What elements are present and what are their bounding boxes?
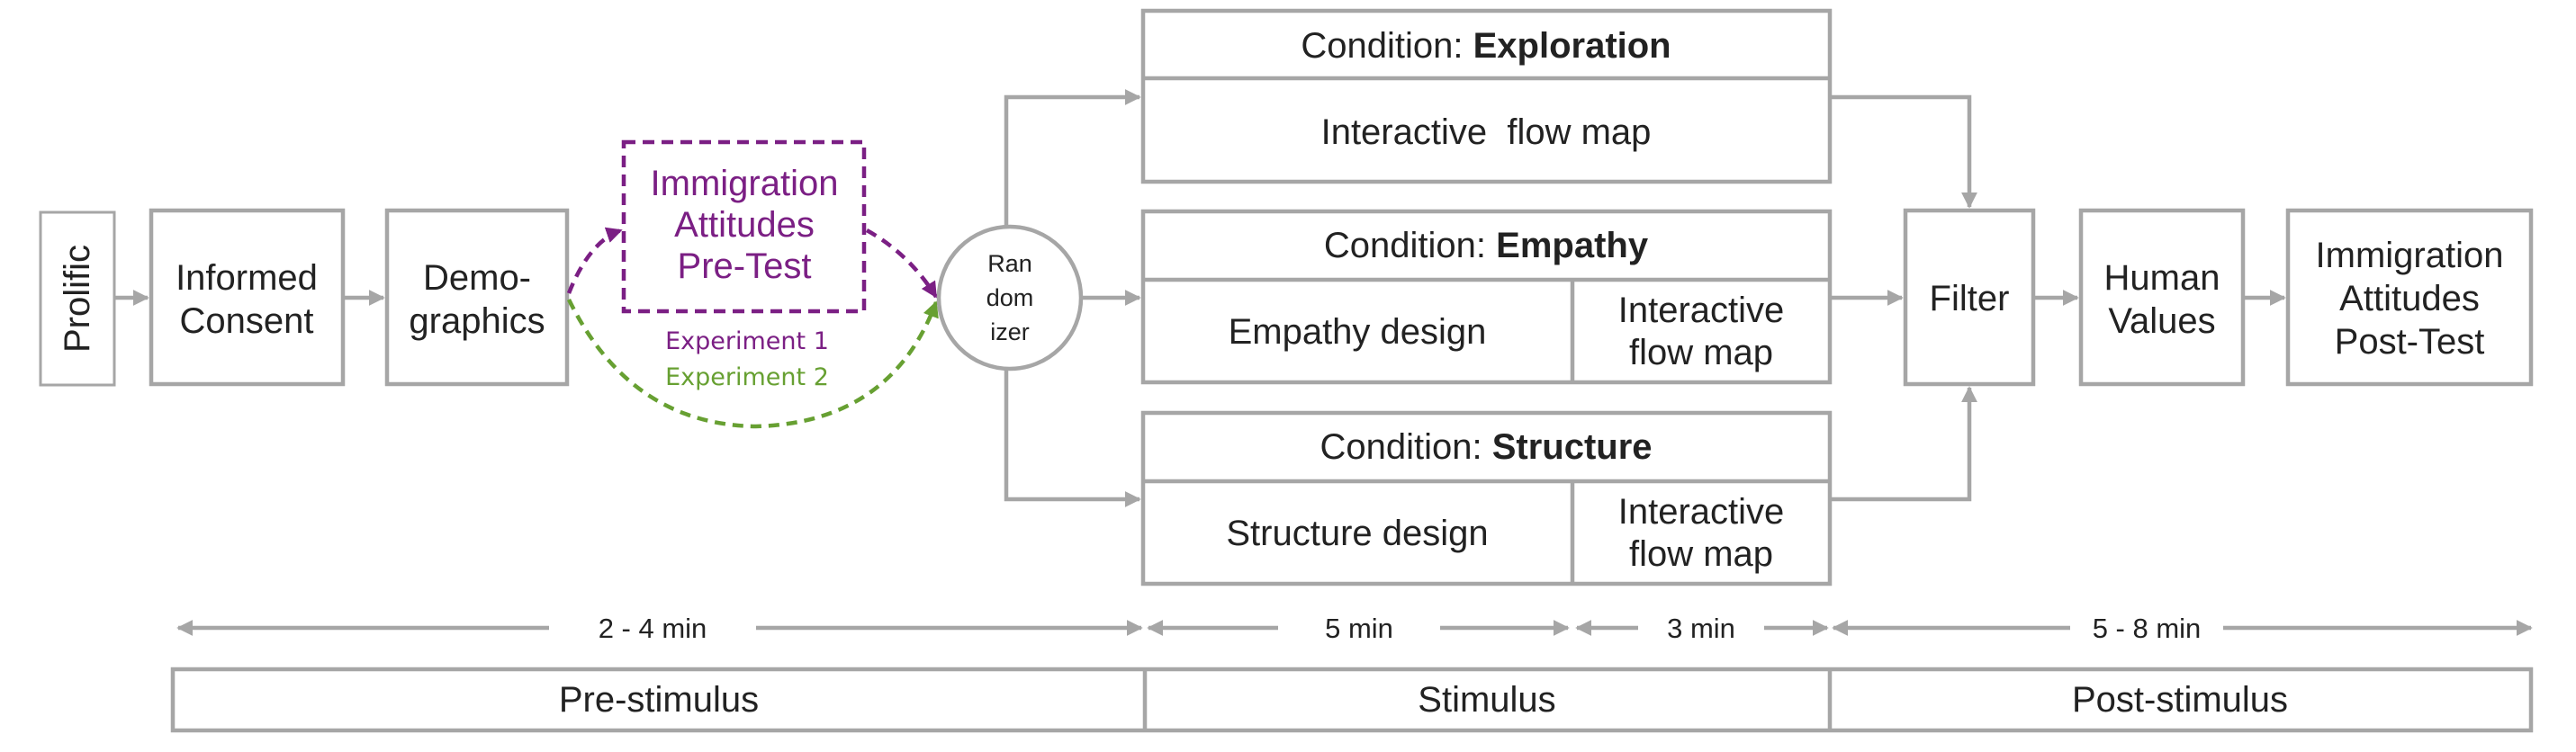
phase-post: Post-stimulus xyxy=(2072,680,2288,720)
pretest-node: Immigration Attitudes Pre-Test xyxy=(621,139,867,314)
demographics-node: Demo- graphics xyxy=(384,208,570,387)
empathy-design: Empathy design xyxy=(1229,312,1487,352)
consent-node: Informed Consent xyxy=(149,208,346,387)
experiment2-path xyxy=(566,299,939,429)
values-line1: Human xyxy=(2104,258,2220,298)
condition-exploration: Condition: Exploration Interactive flow … xyxy=(1140,8,1833,184)
posttest-line1: Immigration xyxy=(2316,236,2504,275)
filter-label: Filter xyxy=(1930,279,2010,318)
condition-empathy: Condition: Empathy Empathy design Intera… xyxy=(1140,209,1833,385)
duration-map: 3 min xyxy=(1667,613,1735,644)
experiment1-label: Experiment 1 xyxy=(665,327,829,355)
duration-row: 2 - 4 min 5 min 3 min 5 - 8 min xyxy=(176,613,2533,644)
demographics-line1: Demo- xyxy=(423,258,531,298)
pretest-line2: Attitudes xyxy=(674,205,815,245)
posttest-line3: Post-Test xyxy=(2335,322,2485,362)
structure-map-line2: flow map xyxy=(1629,534,1773,574)
duration-pre: 2 - 4 min xyxy=(599,613,707,644)
empathy-title: Condition: Empathy xyxy=(1324,226,1649,265)
posttest-node: Immigration Attitudes Post-Test xyxy=(2285,208,2534,387)
structure-title: Condition: Structure xyxy=(1320,427,1652,467)
experiment2-label: Experiment 2 xyxy=(665,363,829,391)
pretest-line1: Immigration xyxy=(651,164,839,203)
experiment1-path-in xyxy=(566,227,623,294)
consent-line1: Informed xyxy=(176,258,318,298)
pretest-line3: Pre-Test xyxy=(678,246,812,286)
duration-design: 5 min xyxy=(1325,613,1393,644)
exploration-body: Interactive flow map xyxy=(1321,112,1652,152)
experiment1-path-out xyxy=(865,228,938,299)
filter-node: Filter xyxy=(1903,208,2036,387)
randomizer-line3: izer xyxy=(990,318,1030,345)
empathy-map-line2: flow map xyxy=(1629,333,1773,372)
empathy-map-line1: Interactive xyxy=(1618,291,1785,330)
prolific-node: Prolific xyxy=(39,210,116,387)
phase-pre: Pre-stimulus xyxy=(559,680,759,720)
randomizer-line2: dom xyxy=(986,284,1034,311)
demographics-line2: graphics xyxy=(409,301,545,341)
flow-arrows xyxy=(114,89,2286,507)
duration-post: 5 - 8 min xyxy=(2093,613,2202,644)
phase-stimulus: Stimulus xyxy=(1418,680,1555,720)
randomizer-node: Ran dom izer xyxy=(936,224,1084,372)
human-values-node: Human Values xyxy=(2078,208,2246,387)
phase-bar: Pre-stimulus Stimulus Post-stimulus xyxy=(170,667,2534,733)
structure-design: Structure design xyxy=(1226,514,1488,553)
prolific-label: Prolific xyxy=(58,245,97,353)
values-line2: Values xyxy=(2108,301,2215,341)
structure-map-line1: Interactive xyxy=(1618,492,1785,532)
randomizer-line1: Ran xyxy=(987,250,1032,277)
posttest-line2: Attitudes xyxy=(2339,279,2480,318)
consent-line2: Consent xyxy=(180,301,314,341)
condition-structure: Condition: Structure Structure design In… xyxy=(1140,410,1833,586)
exploration-title: Condition: Exploration xyxy=(1301,26,1671,66)
